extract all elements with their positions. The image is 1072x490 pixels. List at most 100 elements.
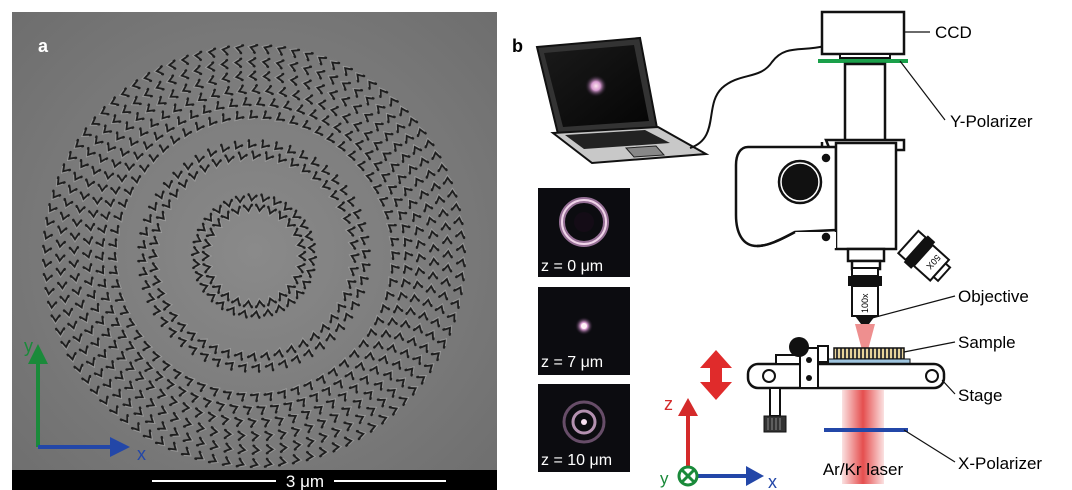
sem-hole-highlight [164,126,173,135]
sem-hole-highlight [73,336,83,345]
sem-hole-highlight [373,121,382,130]
sem-hole-highlight [319,418,328,427]
sem-hole-highlight [379,397,388,406]
sem-hole [351,121,363,132]
sem-hole-highlight [47,303,57,312]
sem-hole [414,225,425,236]
sem-hole-highlight [165,361,173,370]
sem-hole-highlight [361,373,370,382]
sem-hole [142,87,154,98]
sem-hole-highlight [388,276,396,285]
sem-hole-highlight [80,315,89,324]
sem-hole [327,366,338,377]
sem-hole [455,243,467,254]
sem-hole [300,119,312,130]
sem-hole-highlight [129,80,138,90]
sem-hole-highlight [421,342,429,351]
sem-hole [91,165,102,177]
sem-hole-highlight [101,214,111,223]
sem-hole-highlight [302,231,311,241]
sem-hole-highlight [117,177,127,185]
sem-hole [442,234,453,245]
sem-hole-highlight [89,118,98,126]
sem-hole [221,113,231,124]
sem-hole [111,279,122,289]
sem-hole-highlight [393,358,402,367]
sem-hole [139,127,149,138]
sem-hole-highlight [312,127,321,136]
sem-hole [341,406,352,417]
sem-hole-highlight [205,48,214,57]
sem-hole [386,185,398,195]
x-arrowhead-b [746,466,764,486]
sem-hole [90,116,101,126]
sem-hole [48,202,58,214]
sem-hole-highlight [245,57,254,67]
sem-hole-highlight [51,317,61,325]
sem-hole [137,253,148,263]
sem-hole [148,154,159,164]
sem-hole [353,140,364,151]
sem-hole-highlight [108,362,116,371]
sem-hole-highlight [319,181,328,190]
sem-hole-highlight [56,242,65,251]
sem-background [12,12,497,490]
sem-hole [146,292,157,303]
sem-hole-highlight [85,225,95,234]
stage-screw [763,415,787,433]
sem-hole-highlight [408,115,417,124]
sem-hole [182,417,194,428]
sem-hole-highlight [371,161,380,170]
sem-hole-highlight [305,379,314,388]
sem-hole [290,384,300,396]
sem-hole-highlight [233,72,241,81]
sem-hole-highlight [189,174,198,182]
sem-hole-highlight [243,297,253,306]
sem-hole [418,310,429,321]
sem-hole [44,286,55,297]
sem-hole [399,347,410,359]
sem-hole-highlight [137,391,146,400]
sem-hole-highlight [156,98,165,106]
sem-hole-highlight [151,250,160,259]
sem-hole-highlight [287,117,296,126]
sem-hole-highlight [448,311,457,320]
sem-hole [75,204,86,215]
sem-hole-highlight [336,301,345,310]
sem-hole-highlight [84,266,93,275]
stage-label: Stage [958,386,1002,405]
sem-hole [277,429,288,440]
sem-hole-highlight [272,143,281,152]
sem-hole-highlight [337,185,345,195]
sem-hole [289,157,300,168]
sem-hole [351,104,363,115]
sem-hole [386,342,397,353]
sem-hole-highlight [97,267,106,276]
sem-hole [261,110,272,120]
sem-hole-highlight [111,189,120,197]
sem-hole-highlight [99,281,108,290]
sem-hole-highlight [344,226,353,236]
sem-hole-highlight [294,240,303,249]
sem-hole-highlight [329,312,338,321]
sem-hole [135,371,146,381]
sem-hole-highlight [191,345,200,354]
sem-hole [389,96,399,107]
sem-hole-highlight [310,172,319,181]
sem-hole [168,89,179,99]
sem-hole [60,339,71,350]
sem-hole [397,210,408,221]
sem-hole [412,355,422,366]
sem-hole-highlight [124,400,133,409]
sem-hole-highlight [152,237,161,246]
sem-hole [335,201,346,212]
sem-hole-highlight [304,268,313,277]
sem-hole [167,441,178,452]
sem-hole [341,213,352,224]
sem-hole [434,194,446,205]
sem-hole [145,397,157,408]
sem-hole-highlight [57,284,67,292]
sem-hole [262,44,273,55]
sem-hole-highlight [170,138,179,147]
sem-hole [116,174,128,184]
